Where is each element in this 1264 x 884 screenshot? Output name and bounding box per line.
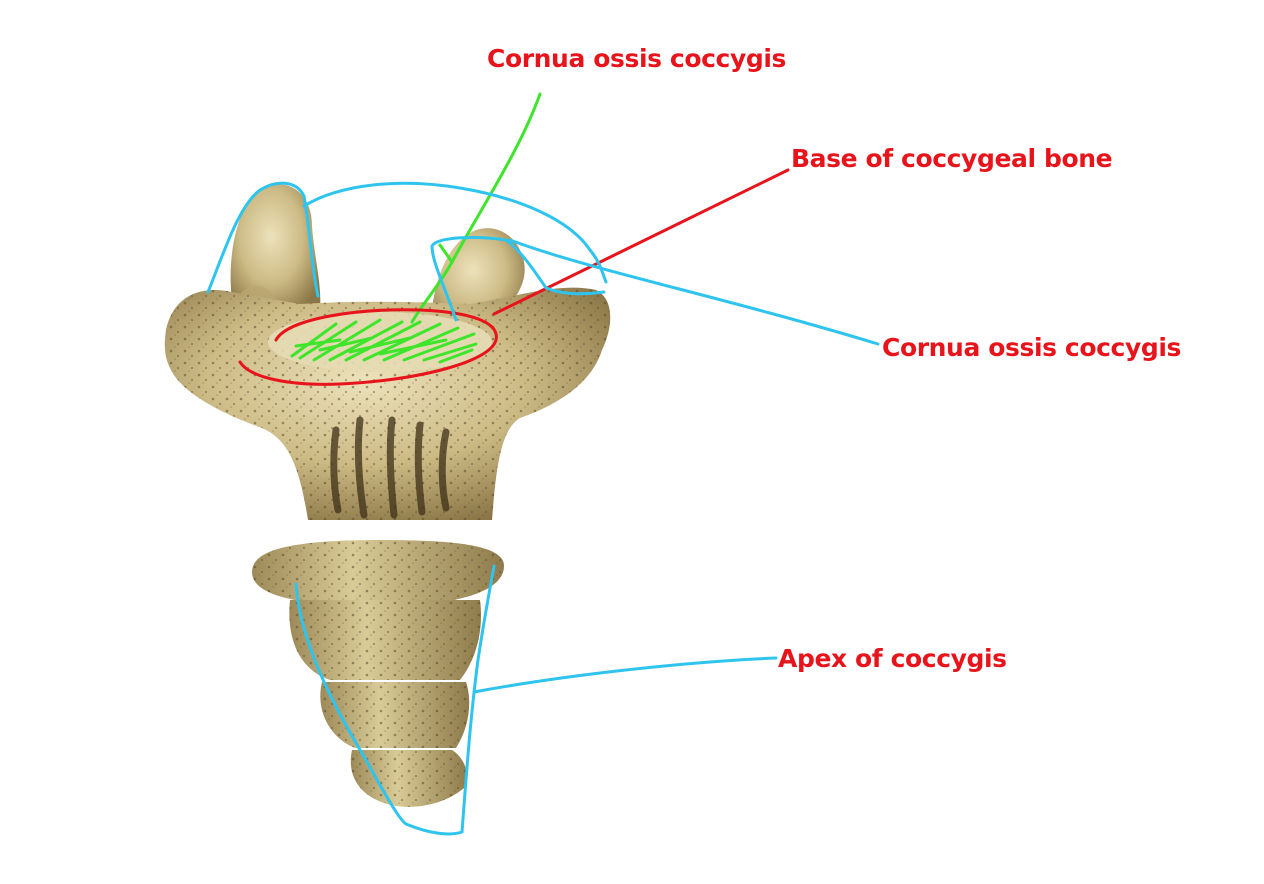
label-cornua-ossis-coccygis-right: Cornua ossis coccygis [882,333,1181,362]
red-annotation [238,168,790,386]
base-leader-line [492,168,790,316]
label-base-of-coccygeal-bone: Base of coccygeal bone [791,144,1113,173]
base-outline [238,308,498,386]
coccyx-bone-illustration [164,184,611,807]
green-leader-line [410,92,542,324]
right-cornu-outline [430,236,606,322]
green-annotation [290,92,542,364]
right-cornua-leader-line [508,238,880,346]
cornua-arc-line [302,181,608,284]
apex-leader-line [472,656,778,694]
left-cornu-shape [230,184,321,316]
cyan-annotation [206,181,880,836]
left-cornu-outline [206,181,320,298]
body-grooves [330,416,450,519]
apex-outline [294,564,496,836]
label-cornua-ossis-coccygis-top: Cornua ossis coccygis [487,44,786,73]
label-apex-of-coccygis: Apex of coccygis [778,644,1007,673]
green-hatching [290,318,478,364]
